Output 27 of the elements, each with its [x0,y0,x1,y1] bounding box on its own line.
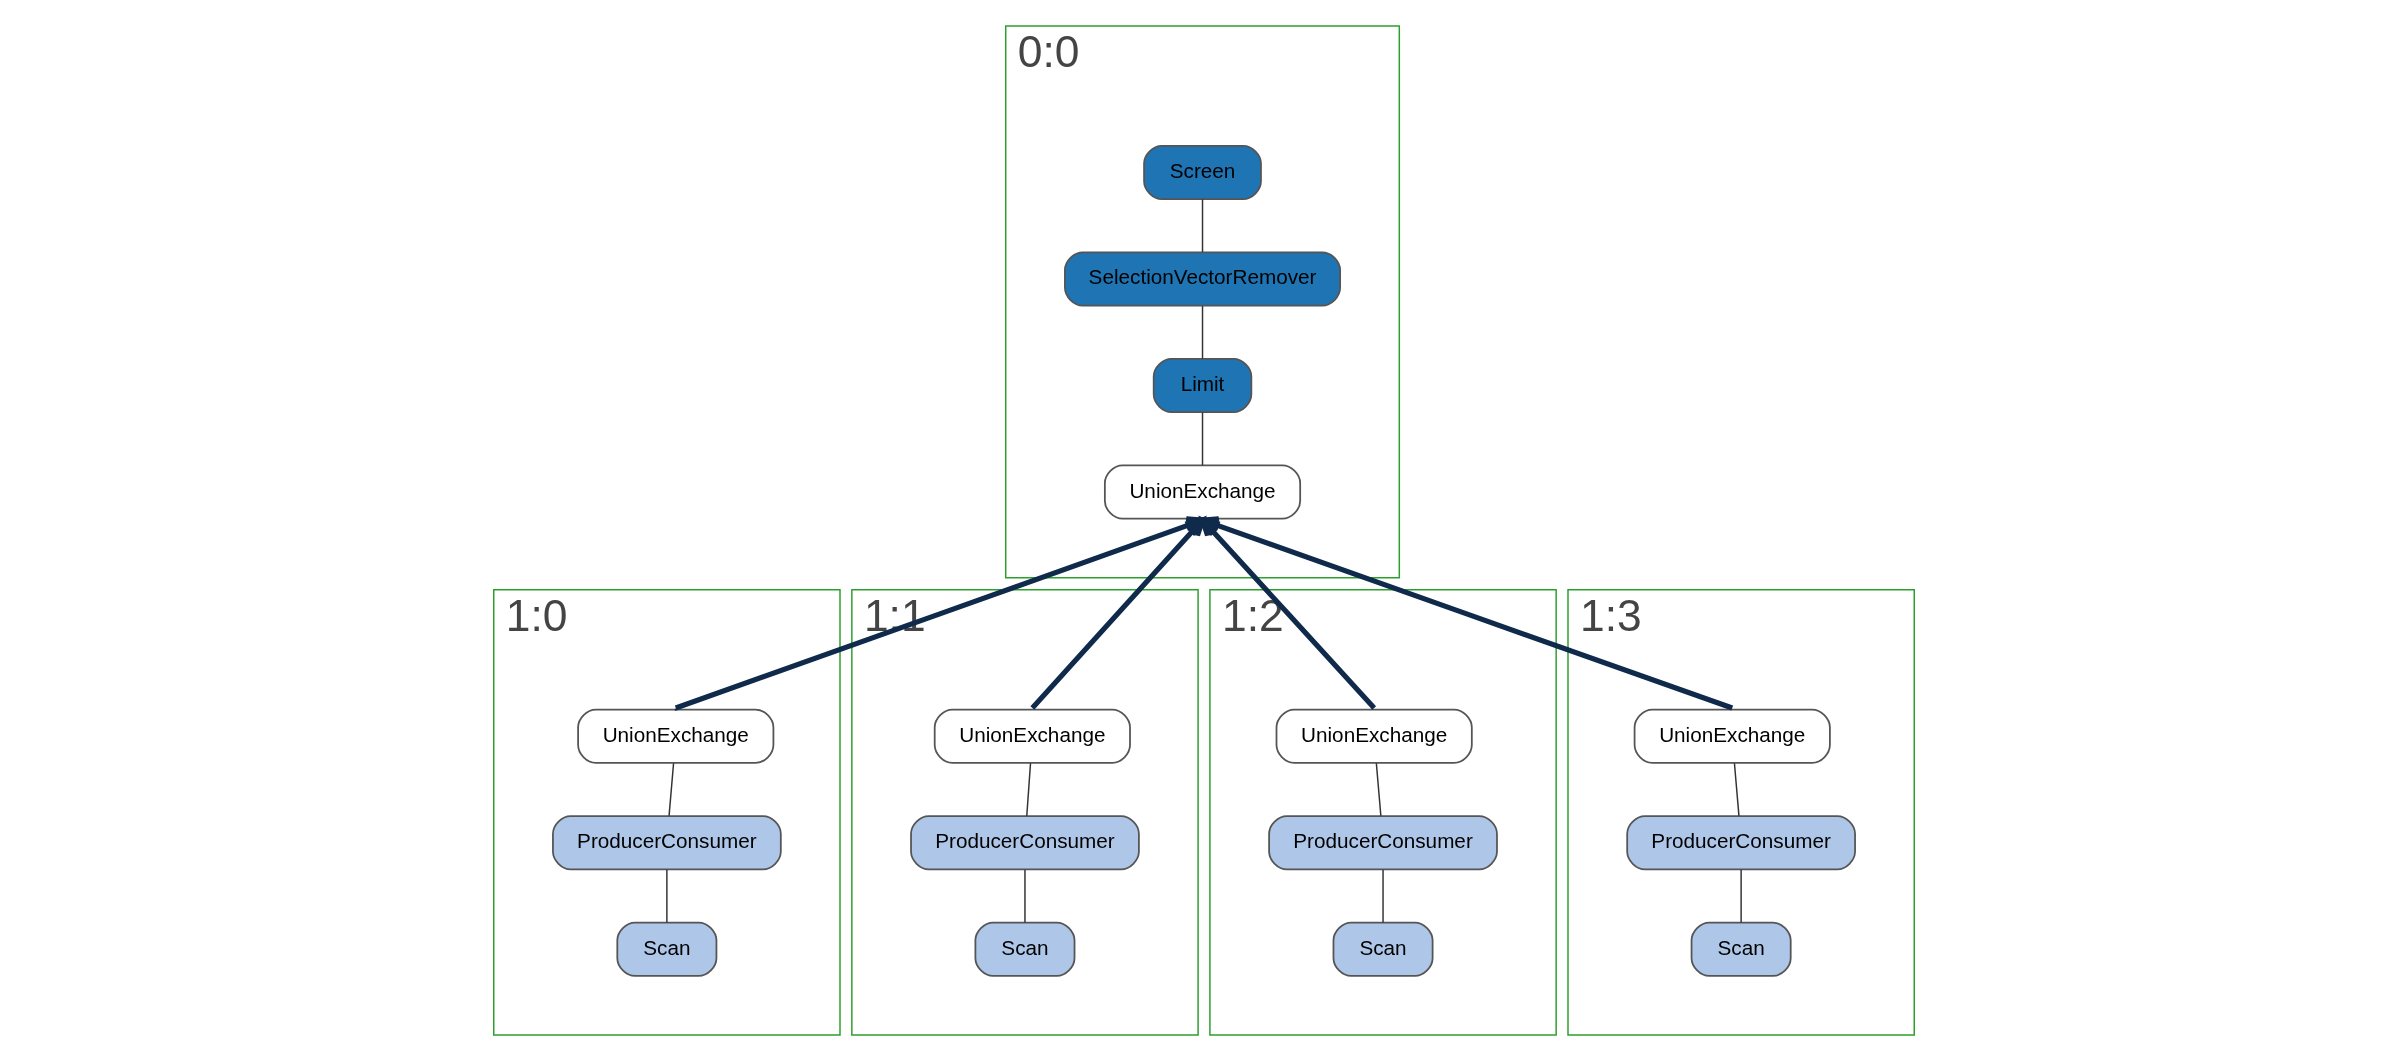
node-box: ProducerConsumer [1268,815,1498,871]
connector [1201,305,1204,360]
connector [668,762,675,817]
connector [1740,869,1742,924]
connector [1024,869,1026,924]
node-box: ProducerConsumer [910,815,1140,871]
connector [1375,762,1382,817]
node-box: ProducerConsumer [552,815,782,871]
node-box: ProducerConsumer [1626,815,1856,871]
node-box: Scan [1332,921,1434,977]
node-box: UnionExchange [1633,708,1831,764]
connector [1733,762,1740,817]
connector [666,869,668,924]
node-box: UnionExchange [1103,464,1302,520]
node-box: Limit [1152,357,1253,413]
node-box: SelectionVectorRemover [1064,251,1342,307]
connector [1201,411,1204,466]
connector [1382,869,1384,924]
node-box: UnionExchange [1275,708,1473,764]
node-box: Scan [616,921,718,977]
connector [1026,762,1032,817]
node-box: Screen [1143,144,1262,200]
node-box: Scan [974,921,1076,977]
node-box: UnionExchange [933,708,1131,764]
node-box: Scan [1690,921,1792,977]
connector [1201,198,1204,253]
node-box: UnionExchange [577,708,775,764]
